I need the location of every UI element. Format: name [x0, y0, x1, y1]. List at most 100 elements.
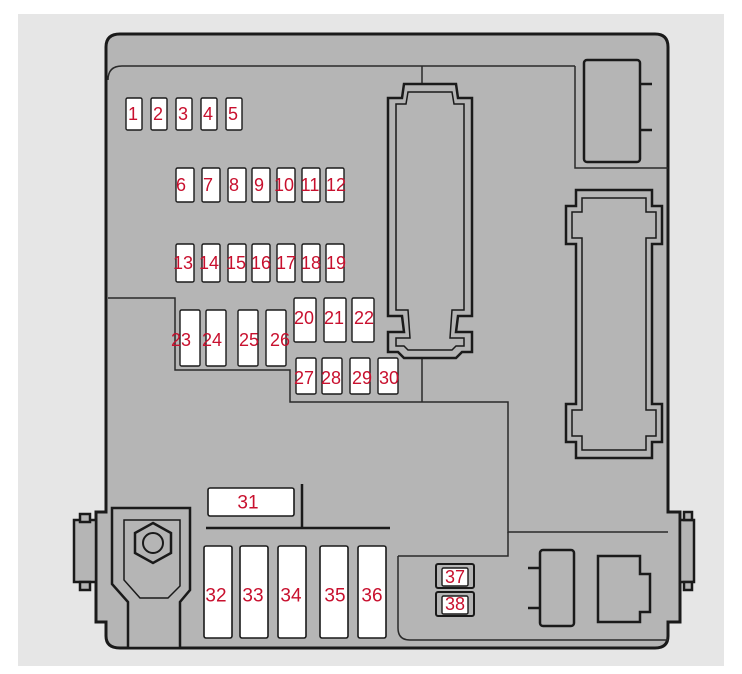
- fuse-34-body: [277, 545, 307, 639]
- fuse-5: 5: [225, 97, 243, 131]
- fuse-19-body: [325, 243, 345, 283]
- fuse-14: 14: [199, 243, 221, 283]
- fuse-9: 9: [251, 167, 271, 203]
- relay-top-right: [582, 58, 652, 164]
- fuse-12: 12: [325, 167, 346, 203]
- fuse-4-body: [200, 97, 218, 131]
- fuse-20-label: 20: [294, 308, 314, 328]
- fuse-18-label: 18: [301, 253, 321, 273]
- fuse-19: 19: [325, 243, 346, 283]
- fuse-16-label: 16: [251, 253, 271, 273]
- fuse-21-label: 21: [324, 308, 344, 328]
- fuse-1-label: 1: [128, 104, 138, 124]
- fuse-30: 30: [377, 357, 399, 395]
- fuse-37: 37: [441, 567, 469, 587]
- fuse-31: 31: [207, 487, 295, 517]
- fuse-36-label: 36: [361, 586, 382, 607]
- connector-right: [564, 188, 664, 460]
- fuse-3: 3: [175, 97, 193, 131]
- fuse-14-body: [201, 243, 221, 283]
- fuse-32: 32: [203, 545, 233, 639]
- fuse-12-body: [325, 167, 345, 203]
- connector-center: [386, 82, 474, 360]
- right-clip: [678, 510, 696, 592]
- fuse-15-body: [227, 243, 247, 283]
- fuse-28-label: 28: [321, 368, 341, 388]
- fuse-holder-37-38: [435, 563, 475, 617]
- fuse-35: 35: [319, 545, 349, 639]
- fuse-35-body: [319, 545, 349, 639]
- fuse-16-body: [251, 243, 271, 283]
- fuse-11-body: [301, 167, 321, 203]
- bolt-bracket: [110, 506, 192, 650]
- fuse-23: 23: [171, 309, 201, 367]
- relay-bottom-right: [596, 554, 652, 624]
- fuse-26-label: 26: [270, 330, 290, 350]
- fuse-12-label: 12: [326, 175, 346, 195]
- fuse-13-body: [175, 243, 195, 283]
- fuse-33-body: [239, 545, 269, 639]
- fuse-20-body: [293, 297, 317, 343]
- fuse-38-body: [441, 595, 469, 615]
- fuse-9-label: 9: [254, 175, 264, 195]
- fuse-10-body: [276, 167, 296, 203]
- fuse-21-body: [323, 297, 347, 343]
- fuse-4: 4: [200, 97, 218, 131]
- fuse-32-body: [203, 545, 233, 639]
- fuse-26: 26: [265, 309, 290, 367]
- fuse-1-body: [125, 97, 143, 131]
- relay-bottom-left: [528, 548, 576, 628]
- fuse-27-label: 27: [294, 368, 314, 388]
- fuse-11-label: 11: [301, 175, 320, 195]
- fuse-31-label: 31: [237, 493, 258, 514]
- fuse-4-label: 4: [203, 104, 213, 124]
- fuse-22: 22: [351, 297, 375, 343]
- fuse-7: 7: [201, 167, 221, 203]
- fuse-29-body: [349, 357, 371, 395]
- fuse-37-label: 37: [445, 567, 465, 587]
- fuse-15-label: 15: [226, 253, 246, 273]
- fuse-27-body: [295, 357, 317, 395]
- fuse-16: 16: [251, 243, 271, 283]
- fuse-6-body: [175, 167, 195, 203]
- fuse-6-label: 6: [176, 175, 186, 195]
- fuse-25: 25: [237, 309, 259, 367]
- fuse-30-label: 30: [379, 368, 399, 388]
- fuse-7-label: 7: [203, 175, 213, 195]
- fuse-28: 28: [321, 357, 343, 395]
- fuse-28-body: [321, 357, 343, 395]
- fuse-1: 1: [125, 97, 143, 131]
- fuse-8-label: 8: [229, 175, 239, 195]
- fuse-29-label: 29: [352, 368, 372, 388]
- fuse-31-body: [207, 487, 295, 517]
- fuse-22-label: 22: [354, 308, 374, 328]
- fuse-2: 2: [150, 97, 168, 131]
- fuse-13: 13: [173, 243, 195, 283]
- fuse-9-body: [251, 167, 271, 203]
- fuse-33: 33: [239, 545, 269, 639]
- fuse-15: 15: [226, 243, 247, 283]
- fuse-38-label: 38: [445, 594, 465, 614]
- fuse-26-body: [265, 309, 287, 367]
- fuse-20: 20: [293, 297, 317, 343]
- fuse-23-body: [179, 309, 201, 367]
- fuse-18: 18: [301, 243, 321, 283]
- fuse-33-label: 33: [242, 586, 263, 607]
- fuse-5-label: 5: [228, 104, 238, 124]
- fuse-2-label: 2: [153, 104, 163, 124]
- fuse-8: 8: [227, 167, 247, 203]
- fuse-38: 38: [441, 594, 469, 615]
- fuse-10-label: 10: [274, 175, 294, 195]
- fuse-36: 36: [357, 545, 387, 639]
- fuse-21: 21: [323, 297, 347, 343]
- fuse-18-body: [301, 243, 321, 283]
- left-clip: [72, 512, 98, 592]
- fuse-14-label: 14: [199, 253, 219, 273]
- fuse-7-body: [201, 167, 221, 203]
- fuse-29: 29: [349, 357, 372, 395]
- fuse-31-divider: [206, 484, 390, 530]
- fuse-3-label: 3: [178, 104, 188, 124]
- fuse-24: 24: [202, 309, 227, 367]
